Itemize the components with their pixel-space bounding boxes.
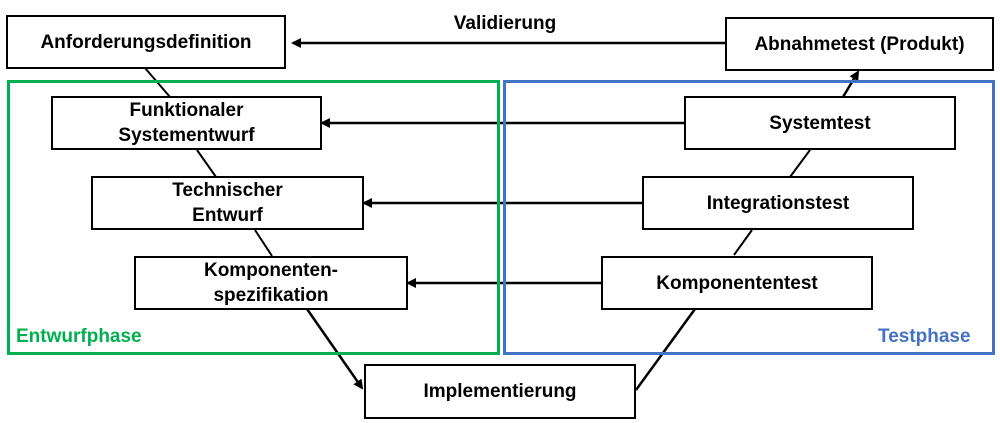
requirements-definition-label: Anforderungsdefinition (40, 31, 252, 53)
implementation-label: Implementierung (423, 381, 577, 402)
integration-test-label: Integrationstest (706, 192, 850, 214)
test-phase-frame (503, 80, 995, 355)
v-line-functional-to-technical (196, 149, 217, 178)
v-line-component-to-integration (733, 229, 753, 256)
v-line-spec-to-implementation (305, 308, 364, 390)
functional-system-design-box: Funktionaler Systementwurf (51, 96, 322, 150)
acceptance-test-label: Abnahmetest (Produkt) (754, 33, 965, 55)
component-test-box: Komponententest (601, 256, 873, 310)
integration-test-box: Integrationstest (642, 176, 914, 230)
component-specification-line2: spezifikation (213, 285, 329, 306)
technical-design-line1: Technischer (172, 180, 283, 201)
component-specification-line1: Komponenten- (203, 260, 339, 281)
system-test-label: Systemtest (769, 112, 871, 134)
test-phase-label: Testphase (878, 326, 971, 347)
v-line-system-to-acceptance (841, 70, 860, 98)
functional-system-design-line1: Funktionaler (129, 100, 244, 121)
design-phase-frame (7, 80, 500, 355)
functional-system-design-line2: Systementwurf (118, 125, 255, 146)
technical-design-line2: Entwurf (192, 205, 263, 226)
component-specification-box: Komponenten- spezifikation (134, 256, 408, 310)
requirements-definition-box: Anforderungsdefinition (6, 15, 286, 69)
v-line-technical-to-spec (254, 229, 273, 257)
implementation-box: Implementierung (364, 364, 636, 419)
design-phase-label: Entwurfphase (16, 326, 142, 347)
validation-label: Validierung (453, 13, 557, 34)
v-line-integration-to-system (789, 149, 811, 178)
acceptance-test-box: Abnahmetest (Produkt) (725, 17, 994, 71)
component-test-label: Komponententest (656, 272, 818, 294)
technical-design-box: Technischer Entwurf (91, 176, 364, 230)
v-line-implementation-to-component-test (634, 308, 697, 391)
system-test-box: Systemtest (684, 96, 956, 150)
